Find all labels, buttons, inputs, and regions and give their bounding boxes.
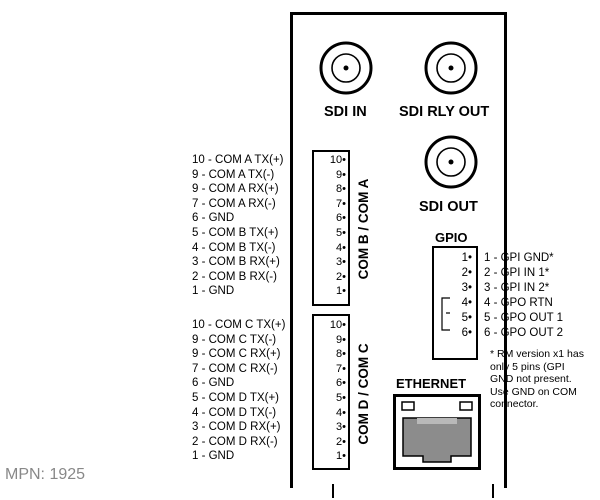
- com-cd-pin-desc: 4 - COM D TX(-): [192, 406, 277, 419]
- com-ab-pin-number: 3•: [336, 256, 346, 269]
- gpio-pin-number: 5•: [461, 312, 472, 324]
- gpio-terminal-block: [432, 246, 478, 360]
- com-ab-pin-number: 6•: [336, 212, 346, 225]
- com-cd-pin-desc: 10 - COM C TX(+): [192, 319, 286, 331]
- com-cd-pin-number: 7•: [336, 362, 346, 375]
- com-ab-pin-desc: 6 - GND: [192, 212, 235, 225]
- com-ab-pin-number: 4•: [336, 241, 346, 254]
- com-cd-label: COM D / COM C: [356, 343, 371, 445]
- com-ab-pin-desc: 5 - COM B TX(+): [192, 226, 279, 239]
- gpio-pin-number: 2•: [461, 267, 472, 279]
- gpio-title: GPIO: [435, 230, 468, 245]
- rear-panel-foot: [332, 484, 494, 498]
- gpio-footnote: * RM version x1 has only 5 pins (GPI GND…: [490, 348, 584, 410]
- gpio-pin-descriptions: 1 - GPI GND* 2 - GPI IN 1* 3 - GPI IN 2*…: [484, 251, 563, 341]
- gpio-pin-desc: 1 - GPI GND*: [484, 252, 554, 264]
- com-ab-pin-number: 2•: [336, 270, 346, 283]
- gpio-pin-number: 3•: [461, 282, 472, 294]
- gpio-pin-desc: 4 - GPO RTN: [484, 297, 553, 309]
- com-ab-pin-number: 8•: [336, 183, 346, 196]
- com-cd-pin-descriptions: 10 - COM C TX(+) 9 - COM C TX(-) 9 - COM…: [192, 318, 285, 464]
- com-cd-pin-number: 4•: [336, 406, 346, 419]
- sdi-in-bnc-icon: [319, 41, 373, 95]
- com-cd-pin-number: 9•: [336, 333, 346, 346]
- sdi-in-label: SDI IN: [324, 104, 367, 120]
- gpio-pin-number: 1•: [461, 252, 472, 264]
- gpio-pin-desc: 6 - GPO OUT 2: [484, 327, 564, 339]
- gpio-pin-desc: 3 - GPI IN 2*: [484, 282, 550, 294]
- com-cd-pin-desc: 5 - COM D TX(+): [192, 391, 280, 404]
- com-ab-pin-number: 5•: [336, 226, 346, 239]
- com-cd-pin-number: 1•: [336, 450, 346, 463]
- com-ab-terminal-block: [312, 150, 350, 306]
- com-ab-pin-desc: 7 - COM A RX(-): [192, 197, 276, 210]
- sdi-out-bnc-icon: [424, 135, 478, 189]
- com-ab-pin-desc: 10 - COM A TX(+): [192, 154, 284, 166]
- com-cd-pin-desc: 7 - COM C RX(-): [192, 362, 278, 375]
- com-cd-pin-desc: 9 - COM C RX(+): [192, 348, 281, 361]
- sdi-rly-out-label: SDI RLY OUT: [399, 104, 490, 120]
- com-cd-pin-desc: 6 - GND: [192, 377, 235, 390]
- com-ab-pin-desc: 9 - COM A RX(+): [192, 183, 279, 196]
- com-cd-pin-number: 5•: [336, 391, 346, 404]
- gpio-pin-numbers: 1• 2• 3• 4• 5• 6•: [448, 251, 472, 341]
- com-ab-pin-desc: 9 - COM A TX(-): [192, 168, 275, 181]
- gpio-pin-number: 6•: [461, 327, 472, 339]
- com-cd-pin-desc: 2 - COM D RX(-): [192, 435, 278, 448]
- ethernet-port-icon: [393, 394, 481, 470]
- com-cd-pin-number: 8•: [336, 348, 346, 361]
- com-cd-pin-desc: 1 - GND: [192, 450, 235, 463]
- com-ab-pin-number: 1•: [336, 285, 346, 298]
- com-ab-label: COM B / COM A: [356, 178, 371, 280]
- com-cd-pin-desc: 9 - COM C TX(-): [192, 333, 277, 346]
- gpio-jumper-bracket-icon: [441, 297, 450, 331]
- com-cd-pin-numbers: 10• 9• 8• 7• 6• 5• 4• 3• 2• 1•: [316, 318, 346, 464]
- com-cd-pin-number: 2•: [336, 435, 346, 448]
- ethernet-title: ETHERNET: [396, 376, 467, 391]
- mpn-label: MPN: 1925: [5, 466, 86, 483]
- com-ab-pin-number: 7•: [336, 197, 346, 210]
- com-cd-pin-desc: 3 - COM D RX(+): [192, 421, 281, 434]
- com-cd-pin-number: 10•: [329, 319, 346, 331]
- sdi-rly-out-bnc-icon: [424, 41, 478, 95]
- com-cd-terminal-block: [312, 314, 350, 470]
- com-ab-pin-desc: 4 - COM B TX(-): [192, 241, 276, 254]
- com-ab-pin-desc: 2 - COM B RX(-): [192, 270, 277, 283]
- com-ab-pin-number: 9•: [336, 168, 346, 181]
- com-ab-pin-numbers: 10• 9• 8• 7• 6• 5• 4• 3• 2• 1•: [316, 153, 346, 299]
- gpio-pin-desc: 2 - GPI IN 1*: [484, 267, 550, 279]
- com-cd-pin-number: 6•: [336, 377, 346, 390]
- gpio-pin-number: 4•: [461, 297, 472, 309]
- com-ab-pin-desc: 3 - COM B RX(+): [192, 256, 280, 269]
- com-ab-pin-descriptions: 10 - COM A TX(+) 9 - COM A TX(-) 9 - COM…: [192, 153, 284, 299]
- gpio-pin-desc: 5 - GPO OUT 1: [484, 312, 564, 324]
- com-ab-pin-number: 10•: [329, 154, 346, 166]
- com-ab-pin-desc: 1 - GND: [192, 285, 235, 298]
- rear-panel-outline: [290, 12, 507, 488]
- com-cd-pin-number: 3•: [336, 421, 346, 434]
- sdi-out-label: SDI OUT: [419, 199, 478, 215]
